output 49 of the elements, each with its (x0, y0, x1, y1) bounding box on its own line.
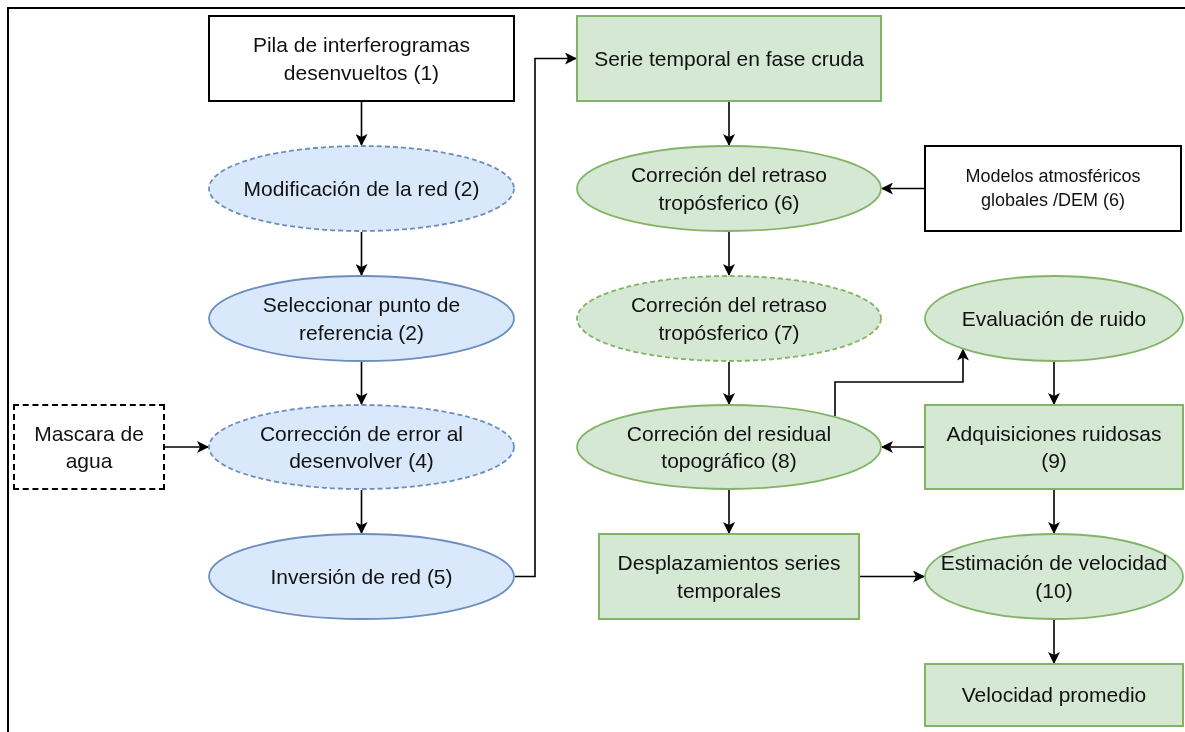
arrow (881, 441, 925, 453)
arrow (355, 231, 368, 276)
arrow (355, 101, 368, 146)
arrow (355, 361, 368, 405)
node-text: Corrección de error al desenvolver (4) (258, 420, 465, 474)
node-text: Pila de interferogramas desenvueltos (1) (251, 32, 472, 86)
arrow (723, 489, 735, 534)
node-text: Correción del retraso tropósferico (6) (629, 162, 829, 216)
dashed-process-ellipse (208, 404, 515, 490)
process-ellipse (924, 275, 1184, 362)
node-text: Modificación de la red (2) (243, 175, 480, 202)
node-text: Seleccionar punto de referencia (2) (261, 292, 462, 346)
node-text: Adquisiciones ruidosas (9) (945, 420, 1163, 474)
dashed-input-box (13, 404, 165, 490)
arrow (723, 361, 735, 405)
arrow (834, 348, 969, 417)
arrow (164, 441, 209, 453)
arrow (1048, 619, 1060, 664)
dashed-process-ellipse (576, 275, 882, 362)
node-text: Correción del residual topográfico (8) (625, 420, 833, 474)
process-box (924, 663, 1184, 727)
input-box (208, 15, 515, 102)
arrow (1048, 361, 1060, 405)
node-text: Correción del retraso tropósferico (7) (629, 292, 829, 346)
node-text: Modelos atmosféricos globales /DEM (6) (964, 165, 1142, 212)
node-text: Desplazamientos series temporales (616, 550, 842, 604)
process-ellipse (576, 145, 882, 232)
process-ellipse (208, 533, 515, 620)
arrow (355, 489, 368, 534)
node-text: Mascara de agua (33, 420, 145, 474)
process-box (598, 533, 860, 620)
node-text: Velocidad promedio (961, 682, 1147, 709)
process-box (924, 404, 1184, 490)
node-text: Evaluación de ruido (961, 305, 1147, 332)
process-ellipse (576, 404, 882, 490)
arrow (881, 182, 925, 195)
input-box (924, 145, 1182, 232)
dashed-process-ellipse (208, 145, 515, 232)
process-ellipse (924, 533, 1184, 620)
arrow (514, 52, 577, 578)
arrow (723, 101, 735, 146)
arrow (859, 570, 925, 583)
node-text: Serie temporal en fase cruda (594, 45, 864, 72)
process-box (576, 15, 882, 102)
node-text: Estimación de velocidad (10) (939, 550, 1169, 604)
node-text: Inversión de red (5) (270, 563, 453, 590)
arrow (723, 231, 735, 276)
process-ellipse (208, 275, 515, 362)
arrow (1048, 489, 1060, 534)
